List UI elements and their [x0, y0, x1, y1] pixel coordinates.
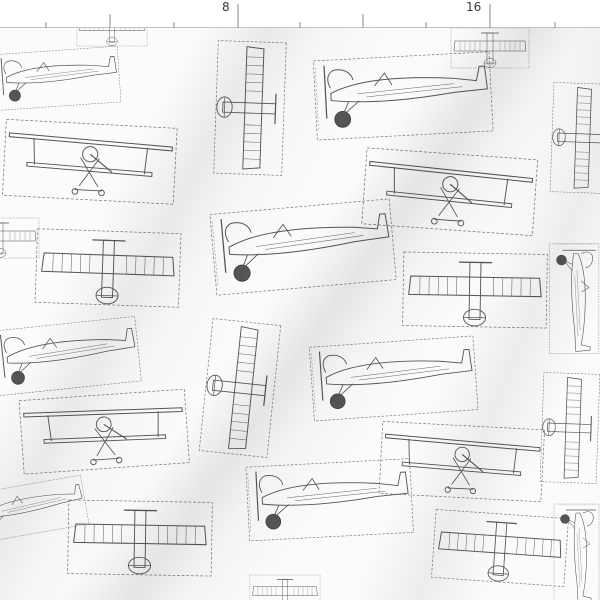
front-view-biplane — [361, 147, 539, 237]
ruler-label-16: 16 — [466, 0, 482, 14]
side-view-plane — [549, 243, 600, 354]
fabric-swatch — [0, 28, 600, 600]
top-view-plane — [430, 508, 570, 588]
front-view-biplane — [1, 118, 178, 205]
ruler-label-8: 8 — [222, 0, 230, 14]
side-view-plane — [308, 335, 479, 422]
side-view-plane — [312, 51, 494, 141]
top-view-plane — [549, 81, 600, 195]
ruler-ticks — [0, 4, 600, 29]
side-view-plane — [209, 198, 397, 296]
airplane-pattern — [0, 28, 600, 600]
front-view-biplane — [378, 420, 546, 503]
top-view-plane — [34, 228, 182, 308]
side-view-plane — [245, 458, 415, 542]
top-view-plane — [401, 251, 549, 329]
top-view-plane — [198, 317, 282, 459]
side-view-plane — [0, 474, 90, 544]
front-view-biplane — [18, 388, 190, 475]
ruler: 8 16 — [0, 0, 600, 29]
top-view-plane — [76, 28, 148, 47]
top-view-plane — [66, 499, 214, 577]
top-view-plane — [450, 28, 530, 69]
top-view-plane — [539, 371, 600, 485]
side-view-plane — [0, 315, 142, 397]
side-view-plane — [0, 45, 122, 111]
top-view-plane — [0, 217, 40, 259]
top-view-plane — [213, 39, 287, 177]
top-view-plane — [249, 574, 321, 600]
